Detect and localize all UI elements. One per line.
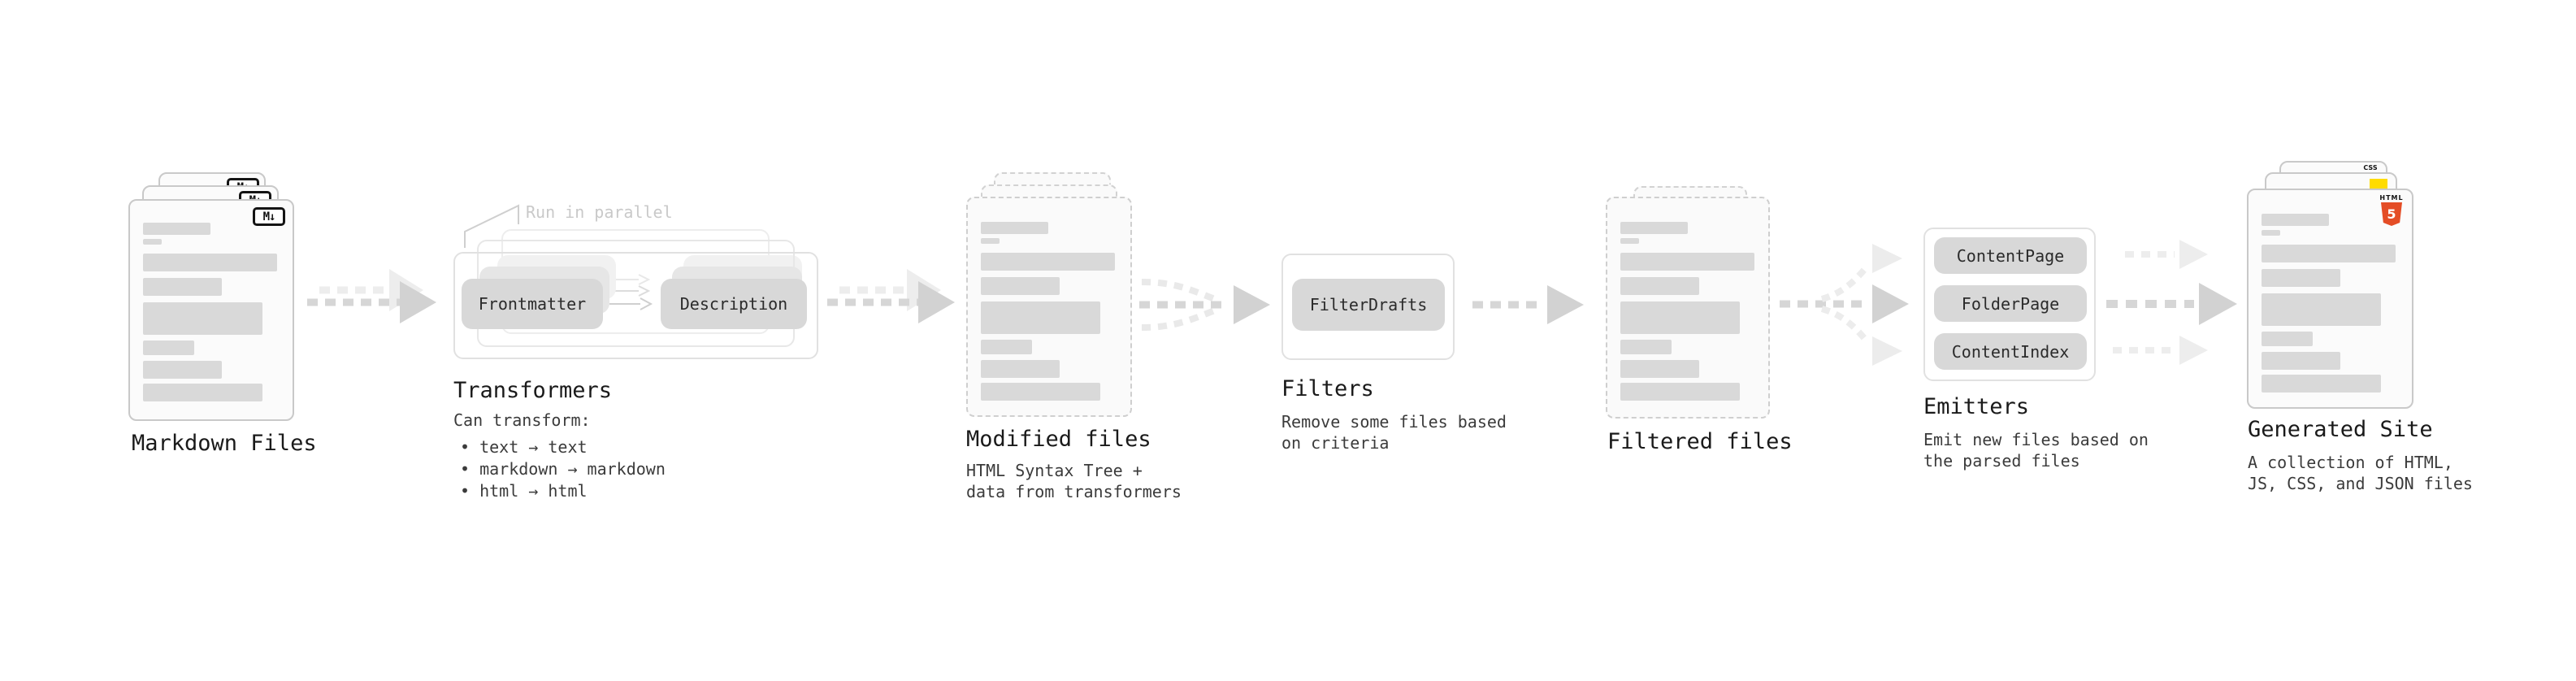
filtered-front-doc [1606,197,1770,419]
doc-line [2262,332,2313,346]
arrow-markdown-to-transformers [307,269,436,323]
doc-line [981,253,1115,271]
emitters-caption: Emit new files based on the parsed files [1923,430,2149,471]
folderpage-pill: FolderPage [1934,285,2087,322]
doc-line [143,254,277,271]
doc-line [981,301,1100,334]
doc-line [143,340,194,355]
doc-line [981,340,1032,354]
doc-line [1620,238,1639,244]
doc-line [2262,245,2396,262]
doc-line [1620,360,1699,378]
markdown-icon: M↓ [253,207,285,226]
doc-line [981,360,1060,378]
filters-caption: Remove some files based on criteria [1281,412,1507,453]
frontmatter-pill: Frontmatter [462,279,603,329]
doc-line [1620,340,1672,354]
doc-line [1620,383,1740,401]
doc-line [1620,277,1699,295]
js-badge-icon [2370,179,2387,189]
generated-front-doc: HTML 5 [2247,189,2413,409]
run-in-parallel-label: Run in parallel [526,202,673,222]
bullet-item: • markdown → markdown [460,459,666,479]
doc-line [143,384,262,401]
transformers-bullets: • text → text • markdown → markdown • ht… [460,436,666,502]
description-pill: Description [661,279,807,329]
arrow-transformers-to-modified [827,269,955,323]
bullet-item: • text → text [460,437,588,457]
generated-site-caption: A collection of HTML, JS, CSS, and JSON … [2248,453,2473,493]
filterdrafts-pill: FilterDrafts [1292,279,1445,331]
doc-line [981,277,1060,295]
doc-line [2262,293,2381,326]
doc-line [2262,352,2340,370]
bullet-item: • html → html [460,481,588,501]
doc-content-placeholder [143,223,283,401]
doc-line [981,222,1048,234]
doc-line [143,302,262,335]
emitters-title: Emitters [1923,394,2030,419]
doc-line [2262,230,2280,236]
arrow-filtered-to-emitters [1780,244,1909,366]
arrow-filters-to-filtered [1472,285,1584,324]
doc-content-placeholder [2262,214,2401,393]
filtered-files-label: Filtered files [1607,429,1793,454]
doc-line [1620,301,1740,334]
arrow-emitters-to-generated [2106,240,2237,365]
doc-line [1620,222,1688,234]
doc-line [2262,269,2340,287]
doc-line [2262,214,2329,226]
doc-line [143,361,222,379]
modified-files-label: Modified files [966,427,1151,452]
filters-title: Filters [1281,376,1374,401]
modified-front-doc [966,197,1132,417]
doc-line [143,239,162,245]
markdown-files-label: Markdown Files [132,431,317,456]
transformers-caption-heading: Can transform: [453,410,591,430]
arrow-modified-to-filters [1139,279,1270,331]
transformers-title: Transformers [453,378,613,403]
emitters-frame [1923,228,2096,381]
doc-line [981,238,1000,244]
doc-line [143,278,222,296]
doc-line [981,383,1100,401]
doc-line [143,223,210,235]
contentpage-pill: ContentPage [1934,237,2087,274]
doc-content-placeholder [981,222,1121,401]
filters-frame [1281,254,1455,360]
contentindex-pill: ContentIndex [1934,333,2087,370]
doc-line [2262,375,2381,393]
doc-line [1620,253,1754,271]
modified-files-caption: HTML Syntax Tree + data from transformer… [966,461,1182,501]
html5-icon: HTML 5 [2379,194,2404,226]
generated-site-label: Generated Site [2248,417,2433,442]
transformers-frame-front [453,252,818,359]
doc-content-placeholder [1620,222,1760,401]
markdown-front-doc: M↓ [128,199,294,421]
